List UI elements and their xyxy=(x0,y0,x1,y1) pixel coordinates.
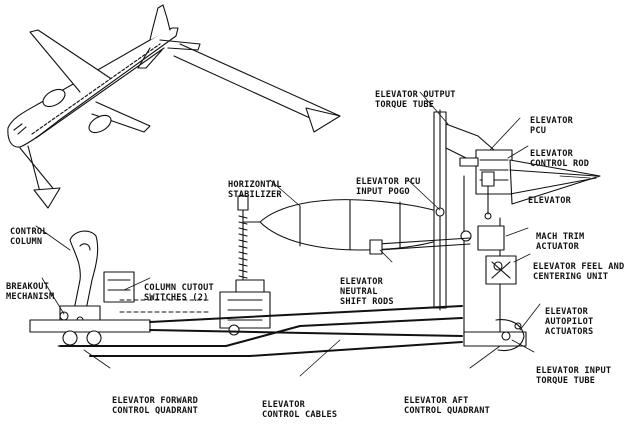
mach-trim-and-feel-unit xyxy=(435,175,517,337)
leader-lines xyxy=(35,91,591,377)
cockpit-callout-arrow xyxy=(19,145,61,209)
elevator-control-cables xyxy=(59,299,463,357)
diagram-drawing xyxy=(7,4,601,377)
elevator-neutral-shift-rods xyxy=(369,237,471,255)
forward-control-quadrant xyxy=(29,319,151,347)
tail-callout-arrow xyxy=(173,43,341,133)
control-column xyxy=(59,230,101,325)
aft-control-quadrant xyxy=(463,319,527,352)
airplane-illustration xyxy=(7,4,201,148)
label-elevator: ELEVATOR xyxy=(528,196,571,206)
elevator-pcu-assembly xyxy=(445,123,513,220)
elevator-surface xyxy=(509,159,601,205)
column-cutout-switches xyxy=(103,271,135,303)
stabilizer-jackscrew xyxy=(219,195,271,336)
